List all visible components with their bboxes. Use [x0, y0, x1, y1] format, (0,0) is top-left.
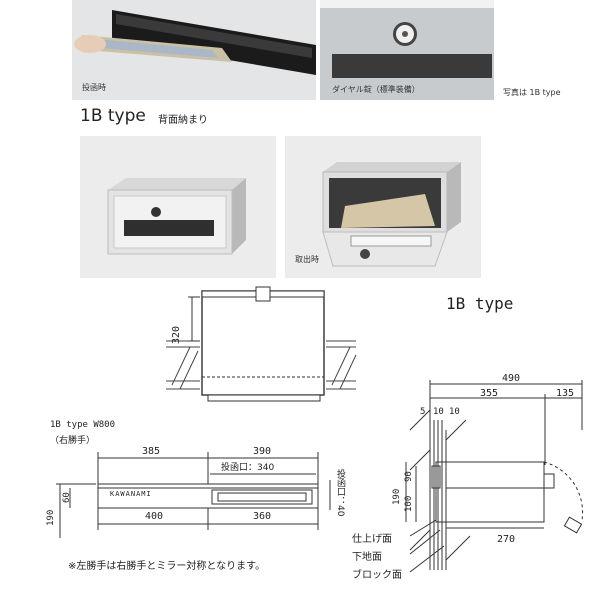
dim-270: 270 [497, 534, 516, 545]
dim-385: 385 [142, 446, 161, 457]
front-view-title: 1B type W800 [50, 420, 116, 430]
side-elevation-diagram [166, 286, 357, 402]
dim-490: 490 [502, 373, 521, 384]
photo-caption-taking-out: 取出時 [295, 255, 319, 264]
dim-390: 390 [253, 446, 272, 457]
slot-height-label: 投函口：40 [335, 469, 345, 517]
box-open-illustration [322, 162, 461, 267]
dim-10a: 10 [433, 407, 444, 417]
label-block-surface: ブロック面 [352, 570, 402, 581]
photo-posting: 投函時 [72, 0, 316, 100]
dial-lock-illustration [320, 0, 494, 100]
brand-label: KAWANAMI [110, 490, 152, 498]
front-view-diagram [56, 452, 331, 538]
dim-190-front: 190 [46, 509, 56, 526]
label-base-surface: 下地面 [352, 552, 382, 563]
dim-60: 60 [62, 492, 72, 503]
mailbox-slot-illustration [72, 0, 316, 100]
dim-100: 100 [404, 495, 414, 512]
dim-5: 5 [420, 407, 426, 417]
dim-90: 90 [404, 471, 414, 482]
dim-190-section: 190 [392, 488, 402, 505]
photo-caption-dial-lock: ダイヤル錠（標準装備） [332, 85, 420, 94]
diagram-title: 1B type [446, 294, 514, 313]
box-closed-illustration [107, 178, 246, 255]
dim-355: 355 [480, 388, 499, 399]
dim-135: 135 [556, 388, 575, 399]
photo-note: 写真は 1B type [503, 88, 561, 97]
photo-dial-lock: ダイヤル錠（標準装備） [320, 0, 494, 100]
slot-width-label: 投函口：340 [221, 463, 275, 473]
section-title: 1B type [80, 106, 146, 126]
photo-caption-posting: 投函時 [82, 83, 106, 92]
label-finish-surface: 仕上げ面 [352, 534, 392, 545]
mirror-note: ※左勝手は右勝手とミラー対称となります。 [68, 561, 266, 572]
photo-box-closed [80, 136, 276, 278]
dim-10b: 10 [449, 407, 460, 417]
dim-400: 400 [145, 511, 164, 522]
front-view-subtitle: （右勝手） [50, 436, 96, 446]
dim-360: 360 [253, 511, 272, 522]
section-subtitle: 背面納まり [158, 115, 208, 126]
dim-320: 320 [171, 325, 182, 344]
photo-box-open: 取出時 [285, 136, 481, 278]
section-view-diagram [405, 380, 584, 573]
